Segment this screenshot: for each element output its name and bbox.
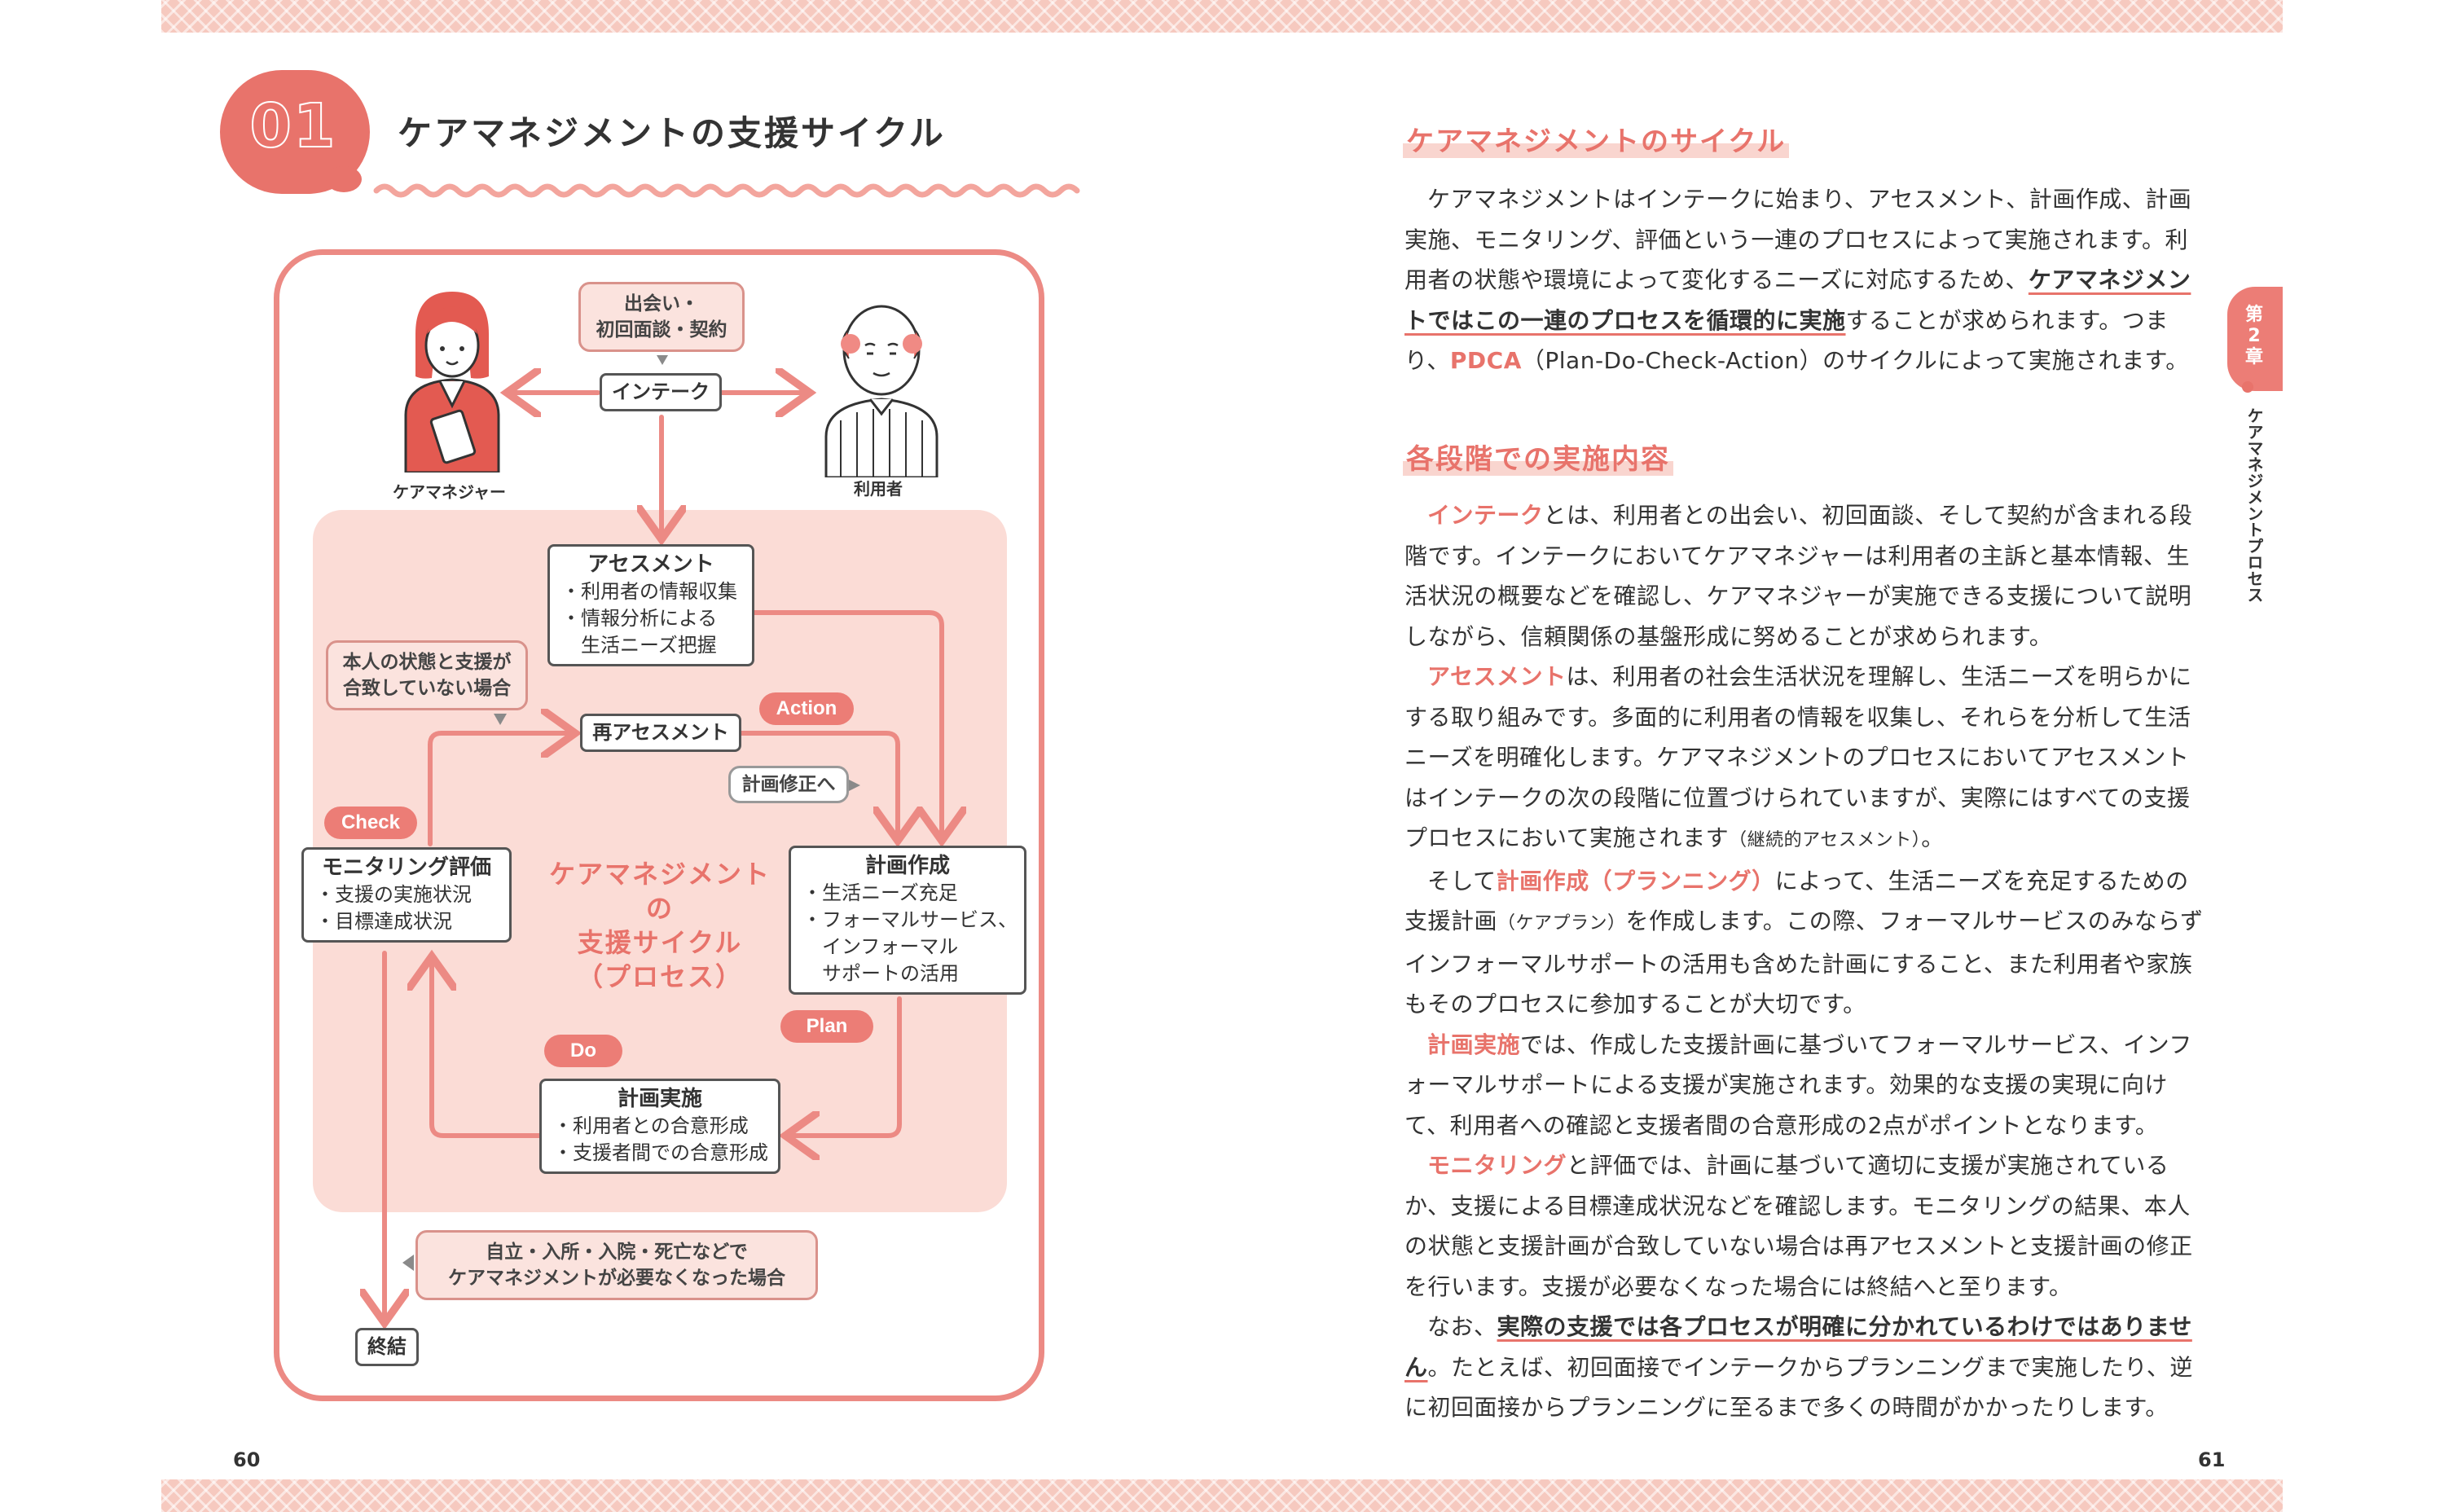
- keyword: 計画実施: [1427, 1031, 1521, 1058]
- reassessment-box: 再アセスメント: [580, 714, 741, 752]
- top-pattern-band: [161, 0, 2283, 33]
- chapter-number: 01: [249, 90, 337, 162]
- implementation-item: ・利用者との合意形成: [553, 1114, 749, 1137]
- text: なお、: [1427, 1313, 1497, 1340]
- assessment-box: アセスメント ・利用者の情報収集 ・情報分析による 生活ニーズ把握: [547, 544, 754, 666]
- keyword: 計画作成（プランニング）: [1496, 867, 1775, 894]
- underlined-text: ケアマネジメントではこの一連のプロセスを循環的に実施: [1404, 266, 2191, 334]
- planning-title: 計画作成: [864, 854, 950, 878]
- section-stages-body: インテークとは、利用者との出会い、初回面談、そして契約が含まれる段階です。インテ…: [1404, 495, 2211, 1428]
- text: とは、利用者との出会い、初回面談、そして契約が含まれる段階です。インテークにおい…: [1404, 502, 2193, 650]
- do-label: Do: [544, 1035, 622, 1067]
- implementation-title: 計画実施: [617, 1087, 702, 1111]
- page-title: ケアマネジメントの支援サイクル: [398, 113, 946, 153]
- check-label: Check: [324, 807, 417, 839]
- paragraph: 計画実施では、作成した支援計画に基づいてフォーマルサービス、インフォーマルサポー…: [1404, 1025, 2211, 1146]
- paragraph: なお、実際の支援では各プロセスが明確に分かれているわけではありません。たとえば、…: [1404, 1307, 2211, 1428]
- chapter-tab: [2227, 287, 2283, 391]
- keyword: PDCA: [1449, 347, 1522, 374]
- text: （Plan-Do-Check-Action）のサイクルによって実施されます。: [1521, 347, 2189, 374]
- tab-char: 2: [2248, 326, 2261, 346]
- paragraph: そして計画作成（プランニング）によって、生活ニーズを充足するための支援計画（ケア…: [1404, 861, 2211, 1025]
- paragraph: ケアマネジメントはインテークに始まり、アセスメント、計画作成、計画実施、モニタリ…: [1404, 179, 2211, 381]
- assessment-item: ・利用者の情報収集: [561, 580, 737, 603]
- tab-char: 章: [2244, 347, 2263, 367]
- center-line: 支援サイクル: [577, 927, 743, 958]
- assessment-item: 生活ニーズ把握: [561, 634, 717, 657]
- underlined-text: 実際の支援では各プロセスが明確に分かれているわけではありません: [1404, 1313, 2192, 1381]
- center-line: （プロセス）: [576, 961, 743, 992]
- section-heading-stages: 各段階での実施内容: [1403, 437, 1673, 477]
- text: 。たとえば、初回面接でインテークからプランニングまで実施したり、逆に初回面接から…: [1404, 1353, 2193, 1422]
- small-note: （ケアプラン）: [1497, 913, 1626, 934]
- planning-item: ・フォーマルサービス、: [802, 908, 1018, 931]
- monitoring-item: ・目標達成状況: [315, 910, 452, 933]
- paragraph: モニタリングと評価では、計画に基づいて適切に支援が実施されているか、支援による目…: [1404, 1145, 2211, 1307]
- section-cycle-body: ケアマネジメントはインテークに始まり、アセスメント、計画作成、計画実施、モニタリ…: [1404, 179, 2211, 381]
- chapter-side-title: ケアマネジメントプロセス: [2244, 407, 2264, 603]
- first-meeting-note: 出会い・ 初回面談・契約: [578, 282, 745, 352]
- page-number-left: 60: [233, 1448, 261, 1471]
- note-line: 本人の状態と支援が: [342, 652, 512, 673]
- text: 。: [1921, 824, 1945, 851]
- text: そして: [1427, 867, 1497, 894]
- mismatch-note: 本人の状態と支援が 合致していない場合: [326, 640, 528, 710]
- note-line: ケアマネジメントが必要なくなった場合: [448, 1268, 785, 1289]
- text: は、利用者の社会生活状況を理解し、生活ニーズを明らかにする取り組みです。多面的に…: [1404, 663, 2192, 851]
- text: では、作成した支援計画に基づいてフォーマルサービス、インフォーマルサポートによる…: [1404, 1031, 2192, 1139]
- plan-revision-note: 計画修正へ: [728, 766, 849, 803]
- tab-char: 第: [2244, 305, 2263, 325]
- note-line: 合致していない場合: [342, 678, 512, 699]
- care-manager-label: ケアマネジャー: [393, 482, 506, 502]
- implementation-item: ・支援者間での合意形成: [553, 1141, 768, 1164]
- heading-text: ケアマネジメントのサイクル: [1403, 125, 1790, 158]
- paragraph: インテークとは、利用者との出会い、初回面談、そして契約が含まれる段階です。インテ…: [1404, 495, 2211, 657]
- heading-text: 各段階での実施内容: [1403, 443, 1673, 476]
- chapter-tab-label: 第 2 章: [2242, 305, 2266, 368]
- keyword: モニタリング: [1427, 1152, 1567, 1179]
- chapter-tab-dot: [2242, 381, 2253, 393]
- user-label: 利用者: [854, 479, 903, 499]
- center-line: ケアマネジメントの: [548, 859, 771, 924]
- planning-item: サポートの活用: [802, 962, 959, 985]
- paragraph: アセスメントは、利用者の社会生活状況を理解し、生活ニーズを明らかにする取り組みで…: [1404, 657, 2211, 861]
- text: を作成します。この際、フォーマルサービスのみならずインフォーマルサポートの活用も…: [1404, 908, 2204, 1018]
- monitoring-title: モニタリング評価: [321, 855, 491, 880]
- note-line: 出会い・: [624, 293, 699, 314]
- chapter-number-badge: [220, 70, 370, 194]
- assessment-title: アセスメント: [587, 552, 714, 577]
- page-number-right: 61: [2198, 1448, 2226, 1471]
- text: によって、生活ニーズを充足するための支援計画: [1404, 867, 2189, 935]
- planning-item: ・生活ニーズ充足: [802, 881, 958, 904]
- planning-box: 計画作成 ・生活ニーズ充足 ・フォーマルサービス、 インフォーマル サポートの活…: [789, 846, 1026, 995]
- planning-item: インフォーマル: [802, 935, 959, 958]
- end-condition-note: 自立・入所・入院・死亡などで ケアマネジメントが必要なくなった場合: [415, 1230, 818, 1300]
- user-illustration: [824, 305, 938, 477]
- small-note: （継続的アセスメント）: [1729, 830, 1922, 850]
- bottom-pattern-band: [161, 1479, 2283, 1512]
- monitoring-item: ・支援の実施状況: [315, 883, 472, 906]
- implementation-box: 計画実施 ・利用者との合意形成 ・支援者間での合意形成: [539, 1079, 780, 1174]
- text: することが求められます。つまり、: [1404, 306, 2169, 375]
- text: ケアマネジメントはインテークに始まり、アセスメント、計画作成、計画実施、モニタリ…: [1404, 186, 2192, 293]
- keyword: アセスメント: [1427, 663, 1567, 690]
- plan-label: Plan: [780, 1010, 873, 1043]
- text: と評価では、計画に基づいて適切に支援が実施されているか、支援による目標達成状況な…: [1404, 1152, 2193, 1300]
- keyword: インテーク: [1427, 502, 1544, 529]
- termination-box: 終結: [355, 1328, 419, 1366]
- note-line: 初回面談・契約: [596, 319, 727, 341]
- monitoring-box: モニタリング評価 ・支援の実施状況 ・目標達成状況: [301, 847, 512, 943]
- cycle-center-label: ケアマネジメントの 支援サイクル （プロセス）: [538, 857, 782, 994]
- note-line: 自立・入所・入院・死亡などで: [486, 1242, 748, 1263]
- action-label: Action: [759, 692, 854, 725]
- intake-box: インテーク: [600, 373, 722, 411]
- diagram-frame: [274, 249, 1044, 1401]
- assessment-item: ・情報分析による: [561, 607, 718, 630]
- care-manager-illustration: [404, 292, 500, 472]
- section-heading-cycle: ケアマネジメントのサイクル: [1403, 119, 1790, 159]
